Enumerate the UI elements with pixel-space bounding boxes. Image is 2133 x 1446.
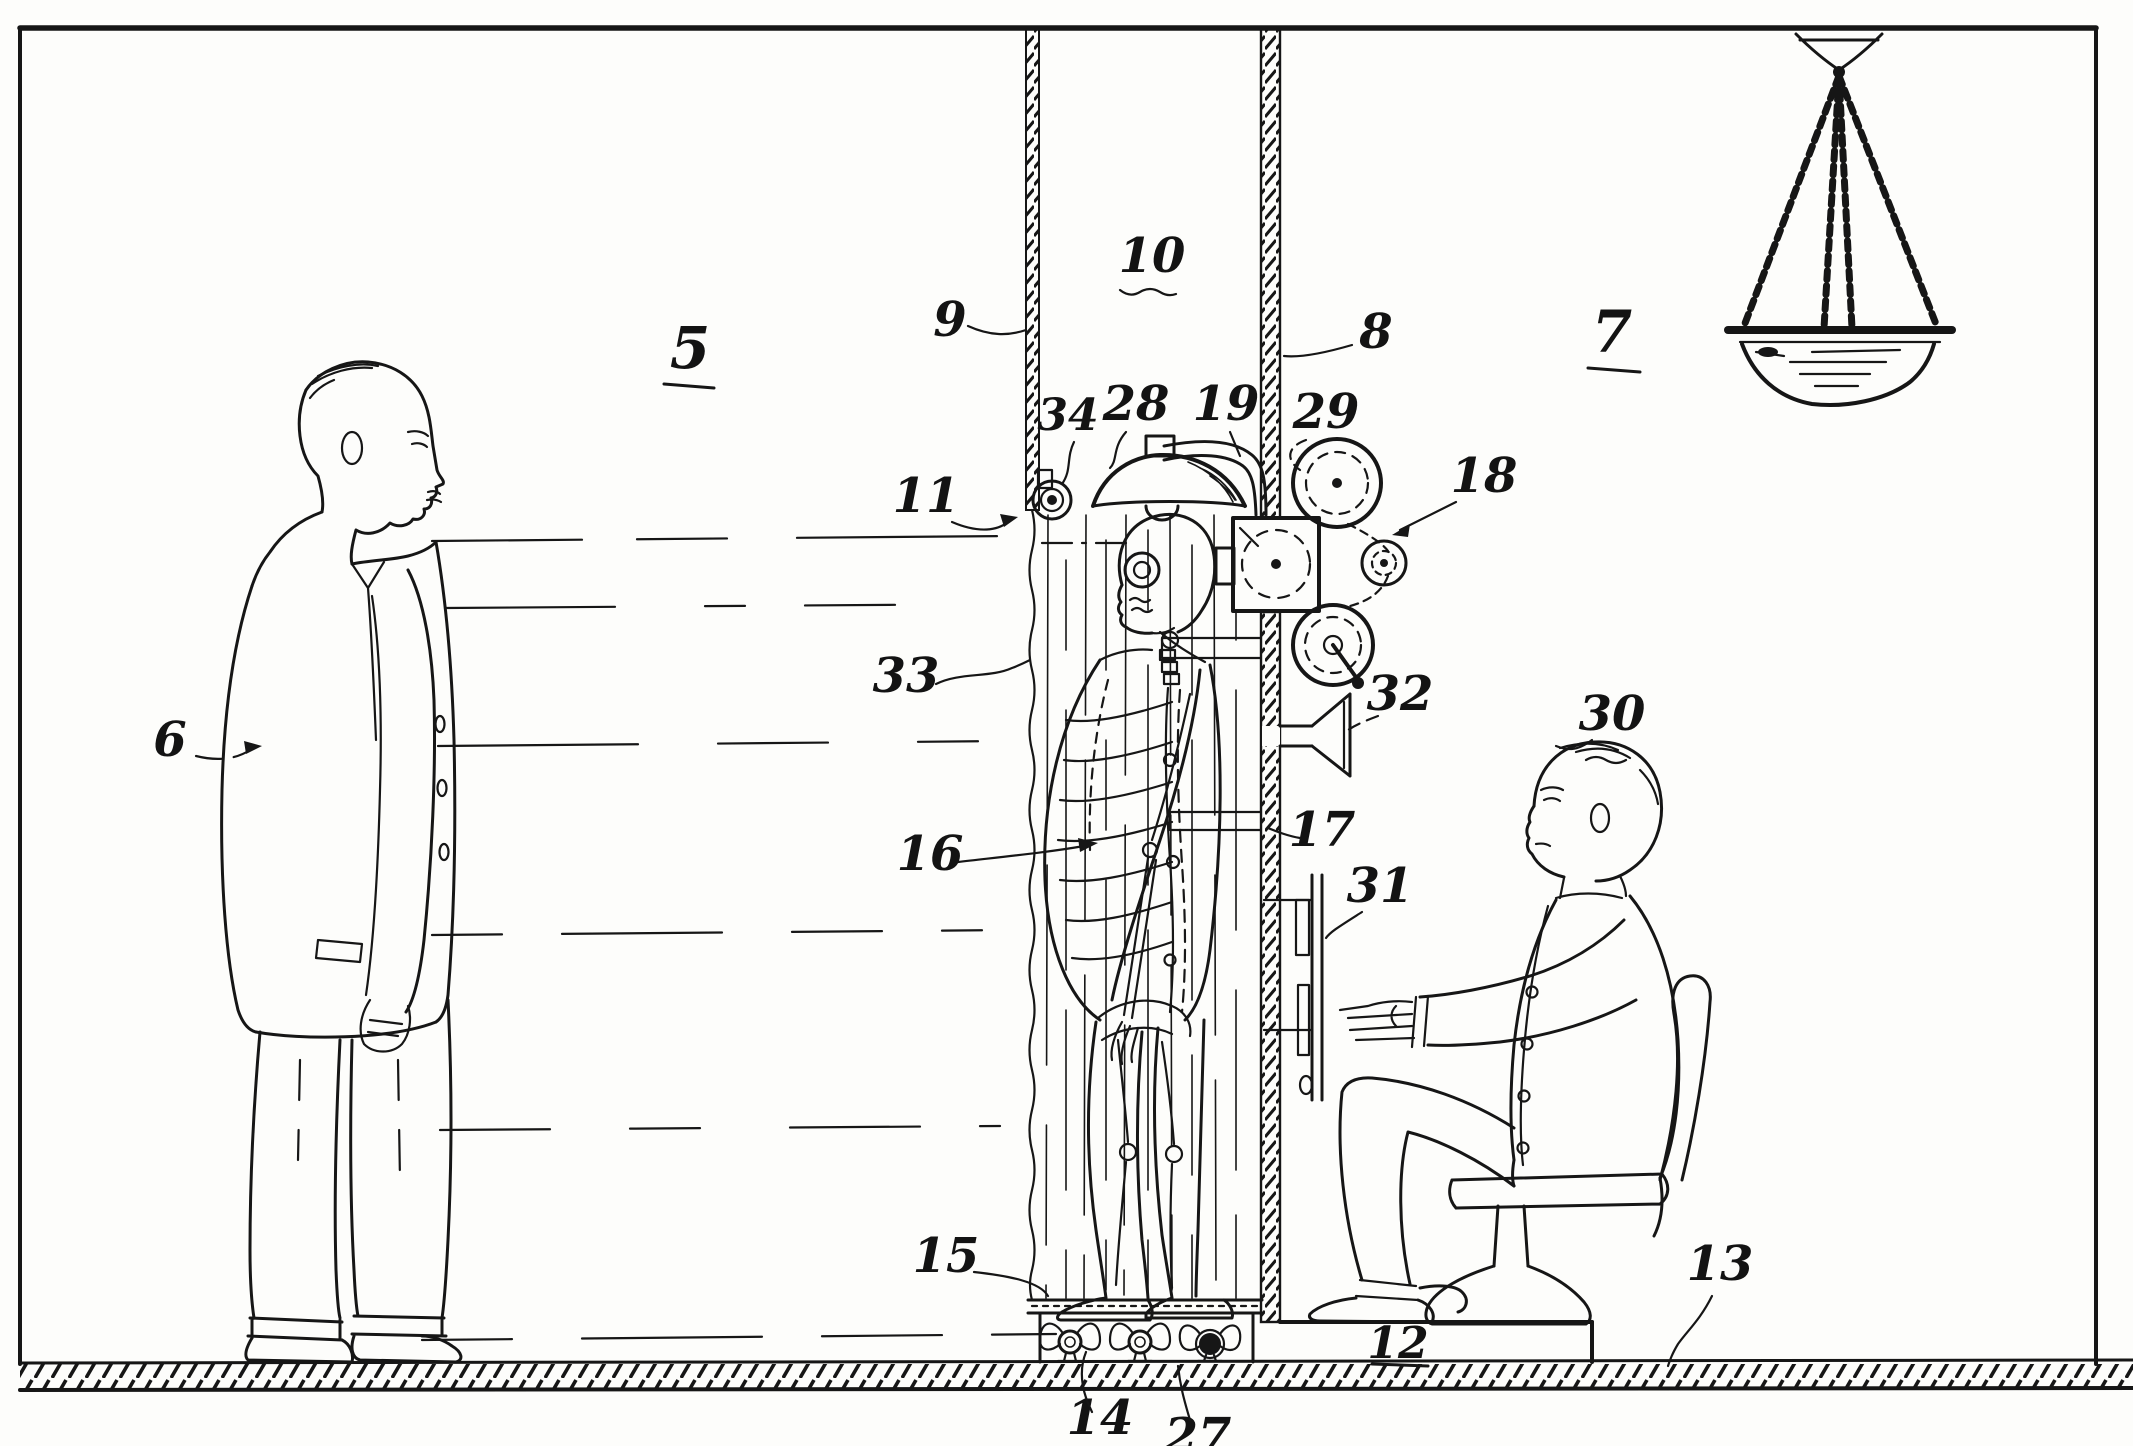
label-5: 5	[670, 314, 710, 382]
pan-chain-right	[1839, 76, 1936, 324]
label-16-leader	[958, 846, 1084, 862]
label-5-underline	[664, 384, 714, 388]
floor	[20, 1360, 2133, 1390]
label-34-leader	[1062, 442, 1074, 484]
seated-man-ear	[1591, 804, 1609, 832]
label-33: 33	[873, 648, 940, 704]
label-27: 27	[1164, 1408, 1232, 1446]
drawing-frame	[20, 28, 2096, 1364]
label-10: 10	[1119, 228, 1186, 284]
xray-subject	[1045, 514, 1233, 1320]
sight-line-row1	[432, 536, 1008, 541]
standing-man-ear	[342, 432, 362, 464]
hanging-pan	[1728, 34, 1952, 405]
label-9: 9	[933, 292, 966, 348]
label-8: 8	[1358, 304, 1392, 360]
eye-orbit-ring	[1125, 553, 1159, 587]
screen-panel	[1026, 28, 1071, 1300]
observer-platform	[1280, 1322, 1592, 1362]
label-18: 18	[1451, 448, 1518, 504]
label-15: 15	[913, 1228, 980, 1284]
stool-base	[1426, 1266, 1590, 1324]
floor-hatch-band	[20, 1364, 2133, 1389]
label-32-leader	[1348, 716, 1378, 730]
label-11: 11	[893, 468, 960, 524]
label-19: 19	[1193, 376, 1260, 432]
label-6-arrowhead	[244, 741, 262, 754]
standing-man-shoe-back	[246, 1338, 353, 1362]
standing-man-shoe-front	[352, 1336, 461, 1362]
sleeve-cuff	[1412, 996, 1428, 1047]
pan-shading	[1756, 350, 1900, 386]
label-14: 14	[1067, 1390, 1134, 1446]
label-12: 12	[1367, 1318, 1428, 1369]
label-7: 7	[1592, 298, 1632, 366]
standing-man	[222, 362, 461, 1362]
trouser-cuffs	[248, 1316, 446, 1340]
label-28-leader	[1110, 432, 1126, 468]
lamp-bulb	[1146, 506, 1178, 520]
label-18-arrowhead	[1392, 524, 1410, 537]
sight-line-row2	[445, 604, 1010, 608]
stool-seat	[1450, 1174, 1668, 1208]
label-10-underline	[1120, 289, 1176, 295]
label-7-underline	[1588, 368, 1640, 372]
standing-man-hair	[310, 364, 378, 398]
label-9-leader	[968, 326, 1026, 334]
label-31-leader	[1326, 912, 1362, 938]
seated-observer	[1309, 742, 1678, 1322]
seated-man-hair	[1560, 744, 1658, 804]
stool-backrest	[1660, 976, 1710, 1180]
label-17: 17	[1289, 802, 1356, 858]
sight-line-row6	[422, 1334, 1056, 1340]
label-13-leader	[1668, 1296, 1712, 1366]
screen-surface-wavy-line	[1030, 510, 1035, 1300]
overhead-lamp	[1093, 436, 1266, 520]
standing-man-hand	[361, 1000, 410, 1052]
lamp-shade	[1093, 455, 1245, 506]
floor-lamps	[1040, 1324, 1240, 1361]
label-13: 13	[1687, 1236, 1754, 1292]
partition-wall	[1261, 28, 1280, 1322]
label-15-leader	[974, 1272, 1048, 1296]
label-11-leader	[952, 522, 1008, 530]
label-6: 6	[153, 712, 186, 768]
coat-pocket	[316, 940, 362, 962]
label-16: 16	[897, 826, 964, 882]
film-camera	[1216, 439, 1406, 689]
seated-man-hand	[1340, 1001, 1414, 1040]
label-32: 32	[1367, 666, 1434, 722]
sight-line-row4	[432, 930, 1012, 935]
standing-man-head	[306, 362, 443, 564]
label-30: 30	[1579, 686, 1646, 742]
reference-labels: 5 7 10 9 8 34 28 19 29 18 11 6 33 16 17	[153, 228, 1753, 1446]
sight-line-row5	[440, 1126, 1000, 1130]
sight-line-row3	[438, 741, 1008, 746]
stool-column	[1494, 1206, 1528, 1266]
label-31: 31	[1347, 858, 1414, 914]
label-29: 29	[1292, 384, 1360, 440]
label-34: 34	[1037, 390, 1098, 441]
label-12-underline	[1372, 1364, 1428, 1366]
label-8-leader	[1284, 345, 1352, 356]
pan-ceiling-mount	[1796, 34, 1882, 70]
label-33-leader	[936, 660, 1030, 684]
label-28: 28	[1102, 376, 1170, 432]
